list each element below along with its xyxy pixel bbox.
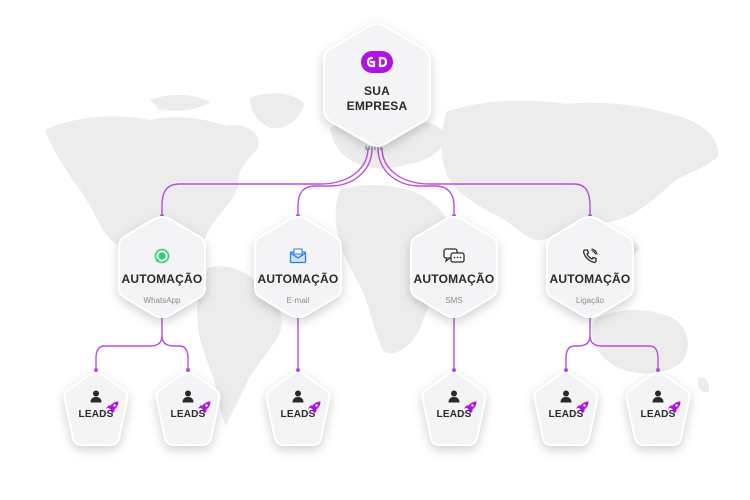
rocket-icon [575, 401, 589, 415]
leads-label: LEADS [548, 409, 584, 420]
company-node: SUA EMPRESA [318, 20, 436, 150]
chat-bubbles-icon [443, 248, 465, 263]
leads-node: LEADS [152, 370, 224, 450]
automation-node-call: AUTOMAÇÃO Ligação [542, 214, 638, 320]
rocket-icon [197, 401, 211, 415]
leads-pentagon [265, 371, 331, 446]
automation-title: AUTOMAÇÃO [549, 272, 631, 286]
leads-node: LEADS [60, 370, 132, 450]
automation-node-whatsapp: AUTOMAÇÃO WhatsApp [114, 214, 210, 320]
user-icon [448, 390, 460, 403]
rocket-icon [667, 401, 681, 415]
leads-pentagon [421, 371, 487, 446]
email-icon [289, 248, 307, 264]
automation-hexagon [546, 215, 634, 319]
phone-call-icon [583, 248, 598, 263]
leads-label: LEADS [640, 409, 676, 420]
user-icon [292, 390, 304, 403]
whatsapp-icon [154, 248, 170, 264]
leads-label: LEADS [170, 409, 206, 420]
user-icon [652, 390, 664, 403]
automation-channel: Ligação [575, 296, 605, 305]
automation-channel: SMS [445, 296, 463, 305]
leads-label: LEADS [78, 409, 114, 420]
leads-node: LEADS [418, 370, 490, 450]
automation-node-email: AUTOMAÇÃO E-mail [250, 214, 346, 320]
leads-pentagon [155, 371, 221, 446]
automation-title: AUTOMAÇÃO [257, 272, 339, 286]
rocket-icon [463, 401, 477, 415]
rocket-icon [307, 401, 321, 415]
company-name-line2: EMPRESA [346, 99, 408, 113]
leads-node: LEADS [622, 370, 694, 450]
automation-hexagon [118, 215, 206, 319]
leads-node: LEADS [530, 370, 602, 450]
automation-channel: E-mail [286, 296, 310, 305]
company-hexagon [323, 22, 431, 148]
automation-hexagon [410, 215, 498, 319]
leads-label: LEADS [280, 409, 316, 420]
user-icon [182, 390, 194, 403]
leads-pentagon [533, 371, 599, 446]
automation-node-sms: AUTOMAÇÃO SMS [406, 214, 502, 320]
leads-pentagon [625, 371, 691, 446]
automation-channel: WhatsApp [143, 296, 181, 305]
company-name-line1: SUA [364, 84, 390, 98]
user-icon [90, 390, 102, 403]
leads-pentagon [63, 371, 129, 446]
leads-label: LEADS [436, 409, 472, 420]
brand-logo-icon [361, 51, 393, 73]
automation-title: AUTOMAÇÃO [413, 272, 495, 286]
leads-node: LEADS [262, 370, 334, 450]
user-icon [560, 390, 572, 403]
automation-hexagon [254, 215, 342, 319]
automation-title: AUTOMAÇÃO [121, 272, 203, 286]
rocket-icon [105, 401, 119, 415]
